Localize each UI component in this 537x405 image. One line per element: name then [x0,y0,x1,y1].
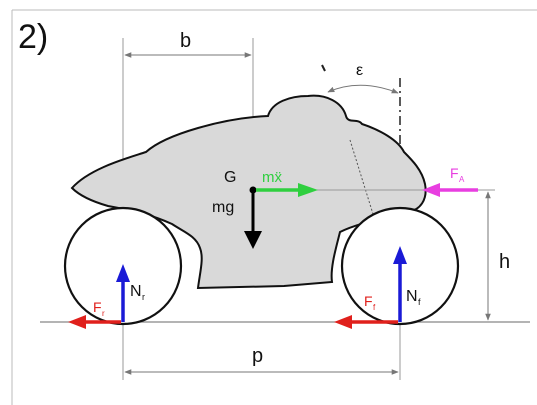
h-label: h [499,251,510,273]
p-label: p [252,345,263,367]
center-of-gravity-dot [249,186,257,194]
mg-label: mg [212,199,234,216]
mx-label: mẍ [262,169,282,186]
FA-subscript: A [459,175,465,184]
epsilon-label: ε [356,62,363,79]
steering-tilt-mark [321,64,326,72]
Ff-subscript: f [373,303,376,312]
rake-angle-arc [327,84,399,94]
Nf-subscript: f [418,297,421,307]
FA-label: F [450,165,459,181]
G-label: G [224,169,236,186]
Fr-subscript: r [102,309,105,318]
Nr-label: N [130,283,142,300]
inertia-arrowhead [298,183,318,197]
rear-friction-force-arrowhead [68,315,86,329]
front-normal-force-arrowhead [393,246,407,264]
Nf-label: N [406,288,418,305]
Fr-label: F [93,299,102,315]
motorcycle-body [70,94,427,290]
Ff-label: F [364,293,373,309]
b-label: b [180,30,191,52]
front-friction-force-arrowhead [334,315,352,329]
rear-normal-force-arrowhead [116,264,130,282]
figure-number: 2) [18,18,48,56]
aero-force-arrowhead [422,183,440,197]
Nr-subscript: r [142,292,145,302]
